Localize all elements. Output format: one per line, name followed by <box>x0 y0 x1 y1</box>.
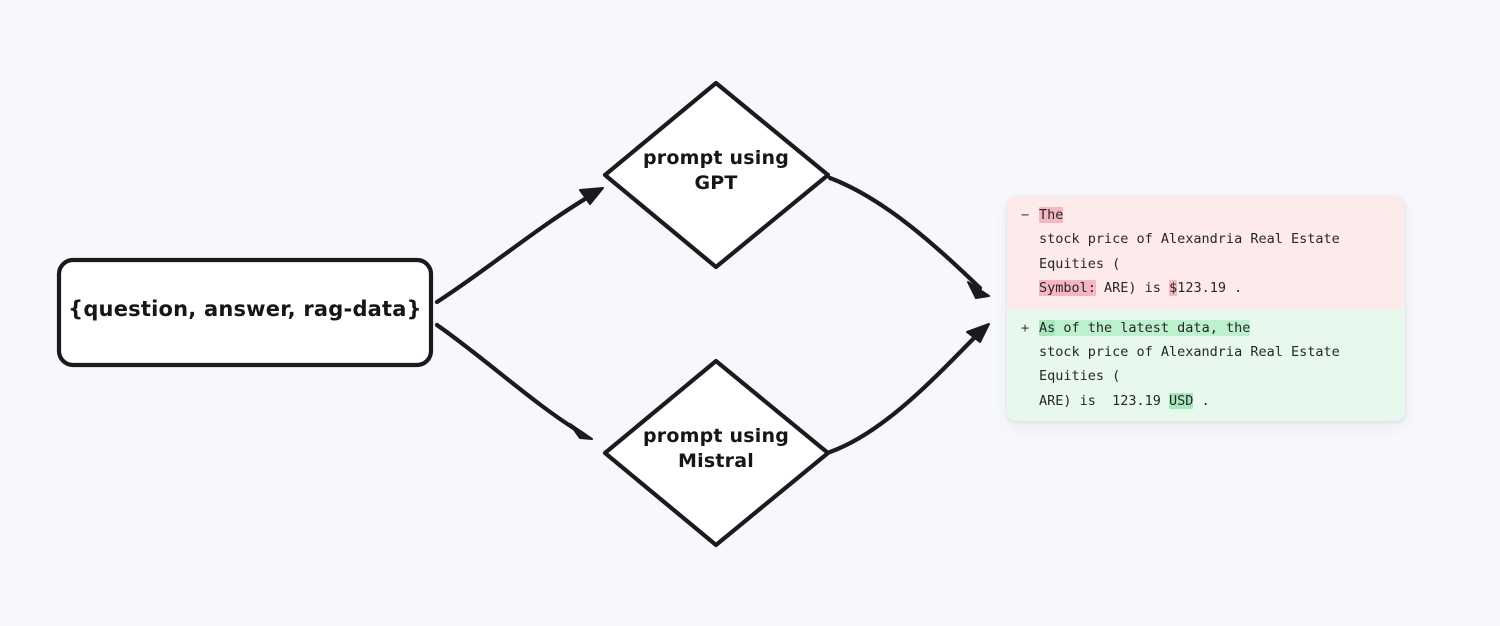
diff-line: ARE) is 123.19 USD . <box>1007 389 1405 413</box>
edge-mistral-to-diff <box>827 329 983 455</box>
diff-sign: + <box>1021 319 1030 336</box>
gpt-node-label: prompt using GPT <box>643 147 789 195</box>
edge-input-to-mistral <box>434 322 586 437</box>
diff-text-segment: ARE) is 123.19 <box>1039 392 1170 409</box>
diff-text-segment: ARE) is <box>1095 280 1170 297</box>
diff-line: + As of the latest data, the <box>1007 316 1405 340</box>
edge-gpt-to-diff-arrowhead <box>967 281 990 299</box>
diff-sign: − <box>1021 207 1030 223</box>
diff-line: Equities ( <box>1007 252 1405 276</box>
edge-gpt-to-diff <box>827 175 983 291</box>
diff-text-segment: Equities ( <box>1039 368 1121 385</box>
diff-highlight-segment: As <box>1039 319 1056 336</box>
input-node-shape[interactable] <box>56 257 434 368</box>
diff-line: Equities ( <box>1007 364 1405 388</box>
diff-text-segment: stock price of Alexandria Real Estate <box>1039 231 1340 248</box>
edge-input-to-mistral-arrowhead <box>569 423 593 440</box>
diff-output-panel: −The stock price of Alexandria Real Estat… <box>1007 196 1405 422</box>
diff-line: stock price of Alexandria Real Estate <box>1007 227 1405 251</box>
diff-text-segment: . <box>1193 392 1210 409</box>
diff-added-block: + As of the latest data, the stock price o… <box>1007 308 1405 422</box>
diff-line: −The <box>1007 203 1405 227</box>
edge-input-to-gpt <box>434 190 598 305</box>
edge-mistral-to-diff-arrowhead <box>966 323 990 343</box>
diff-highlight-segment: $ <box>1169 280 1178 297</box>
diff-text-segment: stock price of Alexandria Real Estate <box>1039 344 1340 361</box>
diff-highlight-segment: USD <box>1169 392 1194 409</box>
diff-highlight-segment: of the latest data, the <box>1055 319 1251 336</box>
diff-highlight-segment: Symbol: <box>1039 280 1096 297</box>
diff-highlight-segment: The <box>1039 207 1064 223</box>
diff-text-segment: 123.19 . <box>1177 280 1243 297</box>
mistral-node-label: prompt using Mistral <box>643 425 789 473</box>
diff-line: stock price of Alexandria Real Estate <box>1007 340 1405 364</box>
diff-removed-block: −The stock price of Alexandria Real Estat… <box>1007 196 1405 309</box>
diff-text-segment: Equities ( <box>1039 255 1121 272</box>
mistral-node-shape[interactable] <box>602 358 831 548</box>
gpt-node-shape[interactable] <box>602 80 831 270</box>
input-node-label: {question, answer, rag-data} <box>68 297 422 321</box>
edge-input-to-gpt-arrowhead <box>579 187 604 205</box>
diff-line: Symbol: ARE) is $123.19 . <box>1007 276 1405 300</box>
